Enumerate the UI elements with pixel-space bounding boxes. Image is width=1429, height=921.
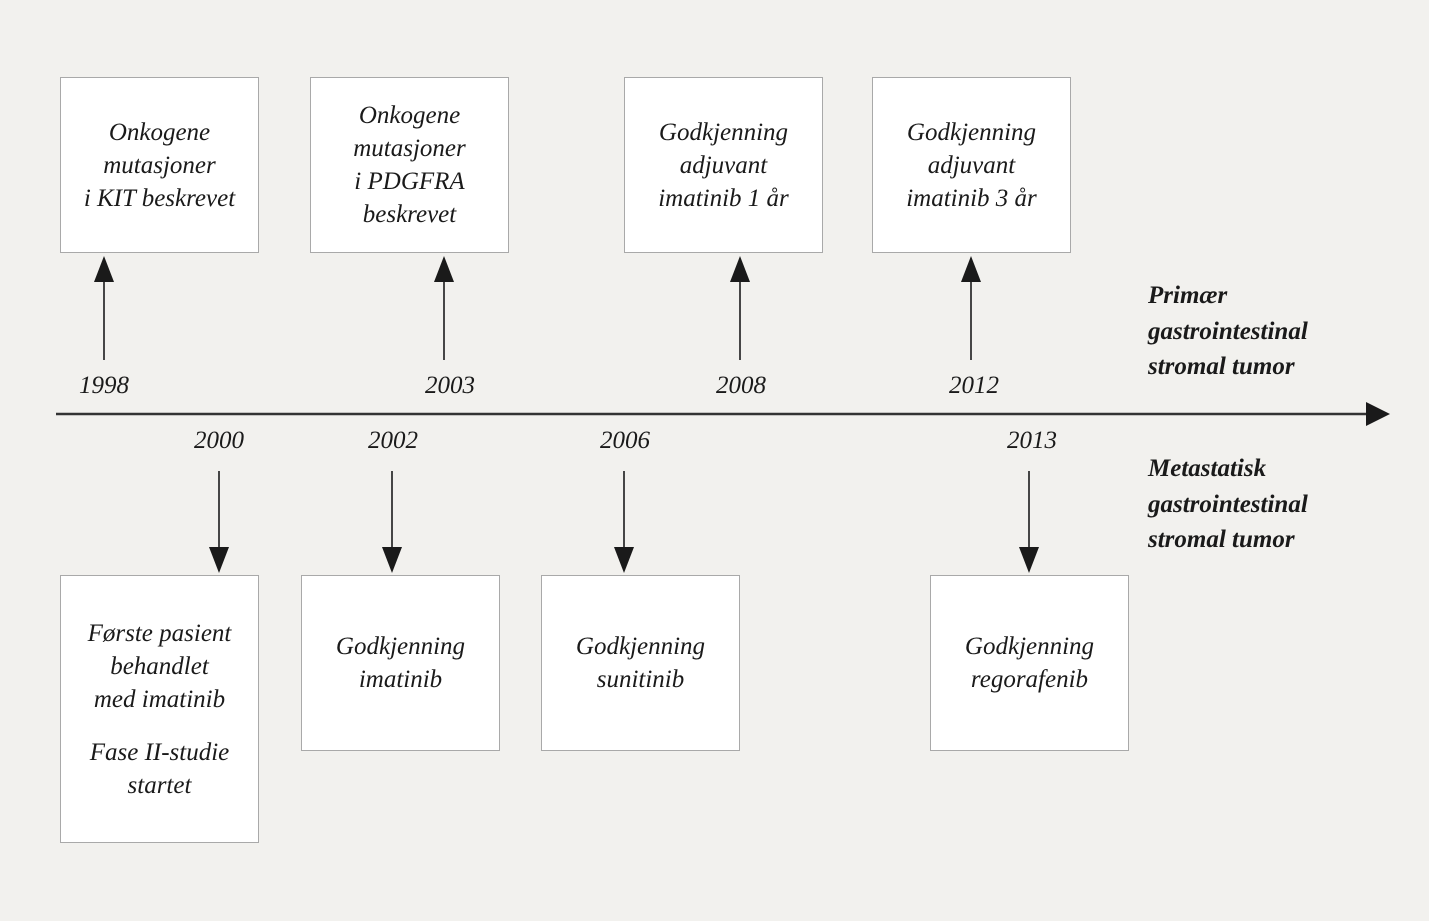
event-box-below-2000: Første pasient behandlet med imatinib Fa… xyxy=(60,575,259,843)
event-text: Godkjenning adjuvant imatinib 3 år xyxy=(906,118,1037,212)
connector-down-2006 xyxy=(614,471,634,573)
connector-down-2000 xyxy=(209,471,229,573)
connector-up-2003 xyxy=(434,256,454,360)
event-box-above-2008: Godkjenning adjuvant imatinib 1 år xyxy=(624,77,823,253)
event-box-below-2002: Godkjenning imatinib xyxy=(301,575,500,751)
event-text: Første pasient behandlet med imatinib xyxy=(87,619,232,713)
event-text: Godkjenning adjuvant imatinib 1 år xyxy=(658,118,789,212)
event-box-above-1998: Onkogene mutasjoner i KIT beskrevet xyxy=(60,77,259,253)
year-label-2000: 2000 xyxy=(194,427,244,454)
year-label-2008: 2008 xyxy=(716,372,766,399)
connector-up-2008 xyxy=(730,256,750,360)
connector-down-2002 xyxy=(382,471,402,573)
year-label-2012: 2012 xyxy=(949,372,999,399)
event-text: Onkogene mutasjoner i KIT beskrevet xyxy=(83,118,236,212)
year-label-2003: 2003 xyxy=(425,372,475,399)
event-text: Godkjenning imatinib xyxy=(335,633,466,693)
timeline-axis-arrowhead xyxy=(1366,402,1390,426)
side-label-metastatic-gist: Metastatisk gastrointestinal stromal tum… xyxy=(1148,455,1308,553)
event-text: Godkjenning sunitinib xyxy=(575,633,706,693)
event-text: Onkogene mutasjoner i PDGFRA beskrevet xyxy=(353,102,466,228)
year-label-2006: 2006 xyxy=(600,427,650,454)
event-box-below-2013: Godkjenning regorafenib xyxy=(930,575,1129,751)
connector-up-1998 xyxy=(94,256,114,360)
year-label-2002: 2002 xyxy=(368,427,418,454)
year-label-2013: 2013 xyxy=(1007,427,1057,454)
event-text: Godkjenning regorafenib xyxy=(964,633,1095,693)
event-box-above-2012: Godkjenning adjuvant imatinib 3 år xyxy=(872,77,1071,253)
year-label-1998: 1998 xyxy=(79,372,129,399)
connector-down-2013 xyxy=(1019,471,1039,573)
side-label-primary-gist: Primær gastrointestinal stromal tumor xyxy=(1148,282,1308,380)
event-box-above-2003: Onkogene mutasjoner i PDGFRA beskrevet xyxy=(310,77,509,253)
event-box-below-2006: Godkjenning sunitinib xyxy=(541,575,740,751)
event-text-secondary: Fase II-studie startet xyxy=(89,738,230,799)
connector-up-2012 xyxy=(961,256,981,360)
